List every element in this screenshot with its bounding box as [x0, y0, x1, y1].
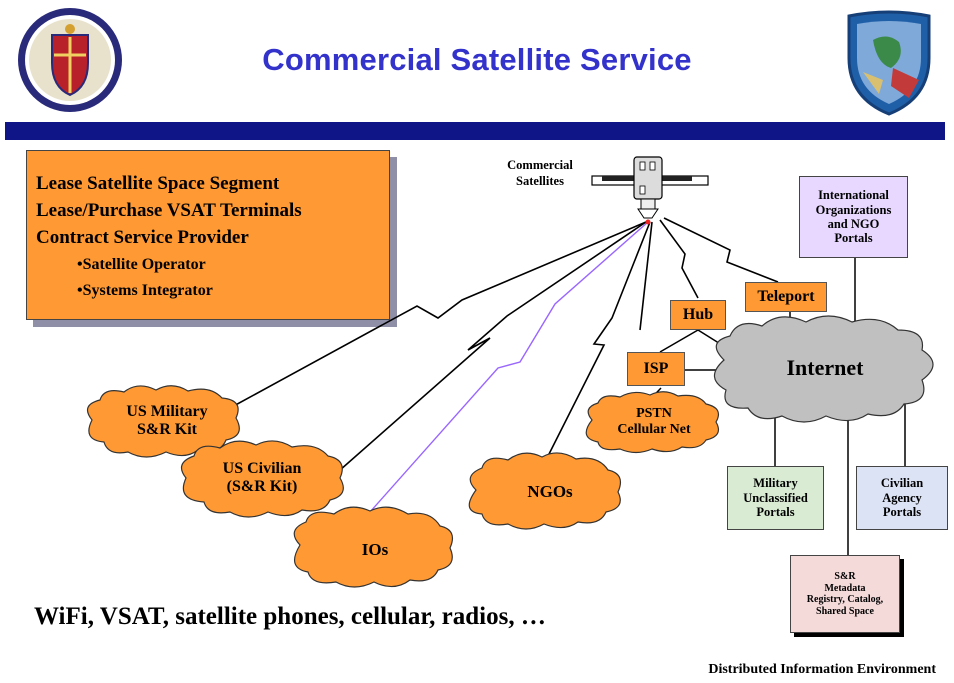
satellite-icon — [591, 156, 709, 225]
technologies-caption: WiFi, VSAT, satellite phones, cellular, … — [34, 603, 546, 630]
lease-space-segment-text: Lease Satellite Space Segment — [36, 173, 280, 194]
satellite-label-line2: Satellites — [516, 173, 564, 188]
sr-line2: Metadata — [824, 582, 866, 594]
link-us-military — [229, 221, 647, 409]
us-military-label-line1: US Military — [126, 403, 208, 420]
us-civilian-label-line1: US Civilian — [222, 460, 302, 477]
link-ngos — [544, 221, 651, 463]
link-hub — [659, 219, 699, 299]
military-line3: Portals — [756, 505, 795, 520]
military-line2: Unclassified — [743, 490, 808, 505]
hub-node: Hub — [670, 300, 726, 330]
lease-vsat-text: Lease/Purchase VSAT Terminals — [36, 200, 302, 221]
civilian-portals-box: Civilian Agency Portals — [856, 466, 948, 530]
pstn-label-line2: Cellular Net — [617, 422, 691, 438]
link-pstn — [639, 221, 653, 331]
military-line1: Military — [753, 476, 798, 491]
sr-metadata-box: S&R Metadata Registry, Catalog, Shared S… — [790, 555, 900, 633]
systems-integrator-bullet: •Systems Integrator — [77, 282, 213, 299]
us-military-cloud — [86, 385, 240, 458]
center-crest-logo — [847, 10, 931, 116]
satellite-operator-bullet: •Satellite Operator — [77, 256, 206, 273]
military-portals-box: Military Unclassified Portals — [727, 466, 824, 530]
us-civilian-label: US Civilian (S&R Kit) — [186, 460, 338, 497]
pstn-label-line1: PSTN — [636, 406, 672, 421]
satellite-label-line1: Commercial — [507, 158, 573, 172]
internet-label: Internet — [786, 355, 864, 380]
sr-line4: Shared Space — [816, 605, 874, 617]
pstn-cloud — [585, 391, 719, 454]
services-info-box: Lease Satellite Space Segment Lease/Purc… — [26, 150, 390, 320]
link-us-civilian — [305, 221, 647, 501]
ndu-seal-logo — [18, 8, 122, 112]
international-portals-box: International Organizations and NGO Port… — [799, 176, 908, 258]
contract-provider-text: Contract Service Provider — [36, 227, 249, 248]
intl-line4: Portals — [834, 231, 873, 246]
teleport-node: Teleport — [745, 282, 827, 312]
footer-caption: Distributed Information Environment — [708, 662, 936, 677]
link-ios — [369, 221, 649, 513]
us-civilian-label-line2: (S&R Kit) — [226, 478, 298, 496]
civilian-line2: Agency — [882, 490, 922, 505]
ios-cloud — [293, 506, 453, 588]
page-title: Commercial Satellite Service — [262, 42, 692, 77]
civilian-line1: Civilian — [880, 476, 924, 491]
isp-node: ISP — [627, 352, 685, 386]
sr-line3: Registry, Catalog, — [806, 594, 884, 605]
pstn-label: PSTN Cellular Net — [590, 406, 718, 438]
intl-line3: and NGO — [827, 217, 880, 231]
sr-line1: S&R — [834, 571, 856, 582]
ngos-cloud — [468, 452, 621, 530]
civilian-line3: Portals — [882, 505, 922, 520]
title-band — [5, 122, 945, 140]
internet-cloud — [713, 315, 934, 423]
us-military-label-line2: S&R Kit — [137, 421, 197, 439]
intl-line2: Organizations — [815, 202, 892, 217]
us-civilian-cloud — [180, 440, 344, 518]
ios-label: IOs — [361, 540, 389, 559]
us-military-label: US Military S&R Kit — [92, 403, 242, 440]
satellite-label: Commercial Satellites — [495, 158, 585, 189]
ngos-label: NGOs — [527, 482, 573, 501]
intl-line1: International — [818, 188, 889, 203]
link-teleport — [663, 217, 779, 283]
